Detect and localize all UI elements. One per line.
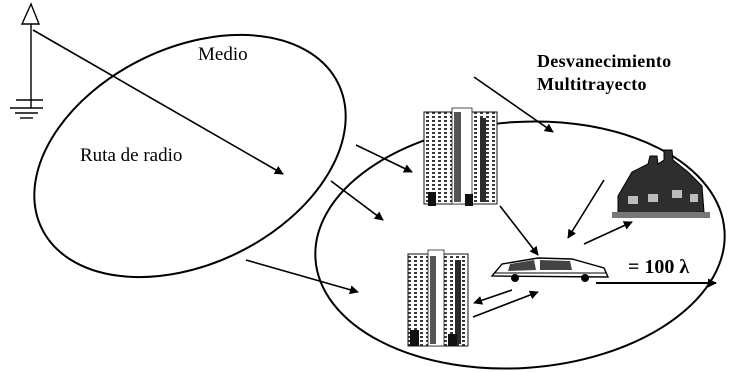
arrow-building-to-car-lower <box>472 290 539 318</box>
radio-path-label: Ruta de radio <box>80 145 183 166</box>
building-icon <box>423 107 498 206</box>
car-icon <box>490 257 610 282</box>
multipath-arrows <box>245 76 717 318</box>
arrow-to-building-top-2 <box>330 180 384 221</box>
arrow-to-fading <box>473 76 554 133</box>
fading-title-line2: Multitrayecto <box>537 74 647 94</box>
building-icon <box>407 249 469 347</box>
arrow-car-to-house <box>583 221 633 245</box>
fading-title-line1: Desvanecimiento <box>537 51 672 71</box>
arrow-building-to-car <box>499 205 539 256</box>
arrow-car-to-building <box>473 289 513 305</box>
radio-path-arrow <box>32 29 284 175</box>
medium-label: Medio <box>198 44 248 65</box>
arrow-to-building-top <box>355 144 413 173</box>
antenna-icon <box>16 2 43 101</box>
distance-label: = 100 λ <box>628 256 690 278</box>
ground-icon <box>10 100 43 119</box>
arrow-to-building-bottom <box>245 259 359 295</box>
arrow-to-car <box>567 179 605 239</box>
multipath-ellipse <box>314 120 726 370</box>
medium-ellipse <box>33 33 347 279</box>
house-icon <box>612 149 710 218</box>
